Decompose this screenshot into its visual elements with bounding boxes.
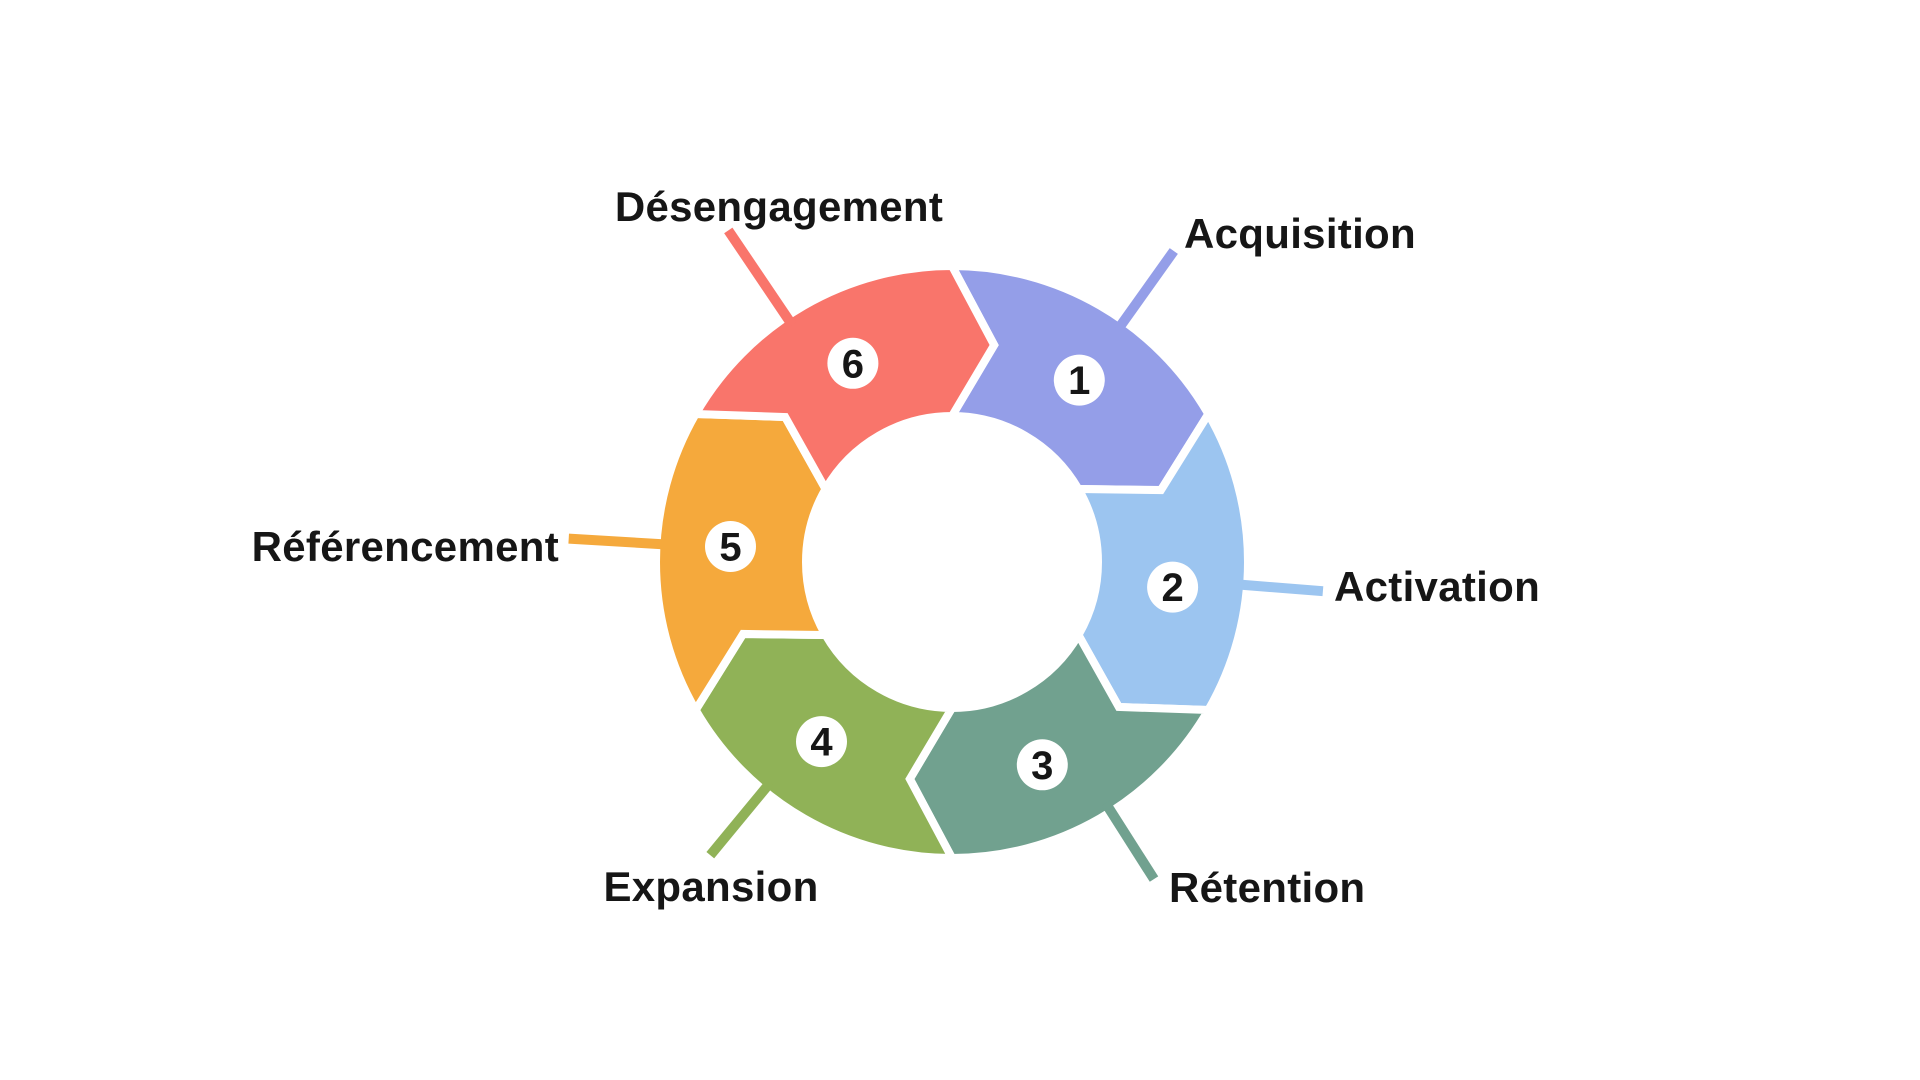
step-label-activation: Activation xyxy=(1334,563,1540,610)
step-badge-referencement xyxy=(705,521,756,572)
step-badge-acquisition xyxy=(1053,354,1105,406)
step-number-referencement: 5 xyxy=(719,526,741,570)
leader-line-acquisition xyxy=(1114,248,1178,333)
step-label-acquisition: Acquisition xyxy=(1184,210,1416,257)
step-number-desengagement: 6 xyxy=(842,342,864,386)
leader-line-activation xyxy=(1236,579,1324,597)
step-badge-desengagement xyxy=(827,337,879,389)
leader-line-retention xyxy=(1101,800,1159,882)
step-number-acquisition: 1 xyxy=(1068,359,1090,403)
step-number-retention: 3 xyxy=(1031,744,1053,788)
step-label-desengagement: Désengagement xyxy=(615,183,943,230)
step-number-expansion: 4 xyxy=(810,721,833,765)
leader-line-referencement xyxy=(568,533,667,550)
step-badge-retention xyxy=(1016,739,1068,791)
step-label-referencement: Référencement xyxy=(252,523,559,570)
step-badge-expansion xyxy=(796,716,847,768)
step-badge-activation xyxy=(1147,561,1199,613)
step-label-expansion: Expansion xyxy=(603,863,818,910)
leader-line-expansion xyxy=(706,779,774,859)
step-label-retention: Rétention xyxy=(1169,864,1365,911)
step-number-activation: 2 xyxy=(1161,566,1183,610)
leader-line-desengagement xyxy=(724,227,797,328)
